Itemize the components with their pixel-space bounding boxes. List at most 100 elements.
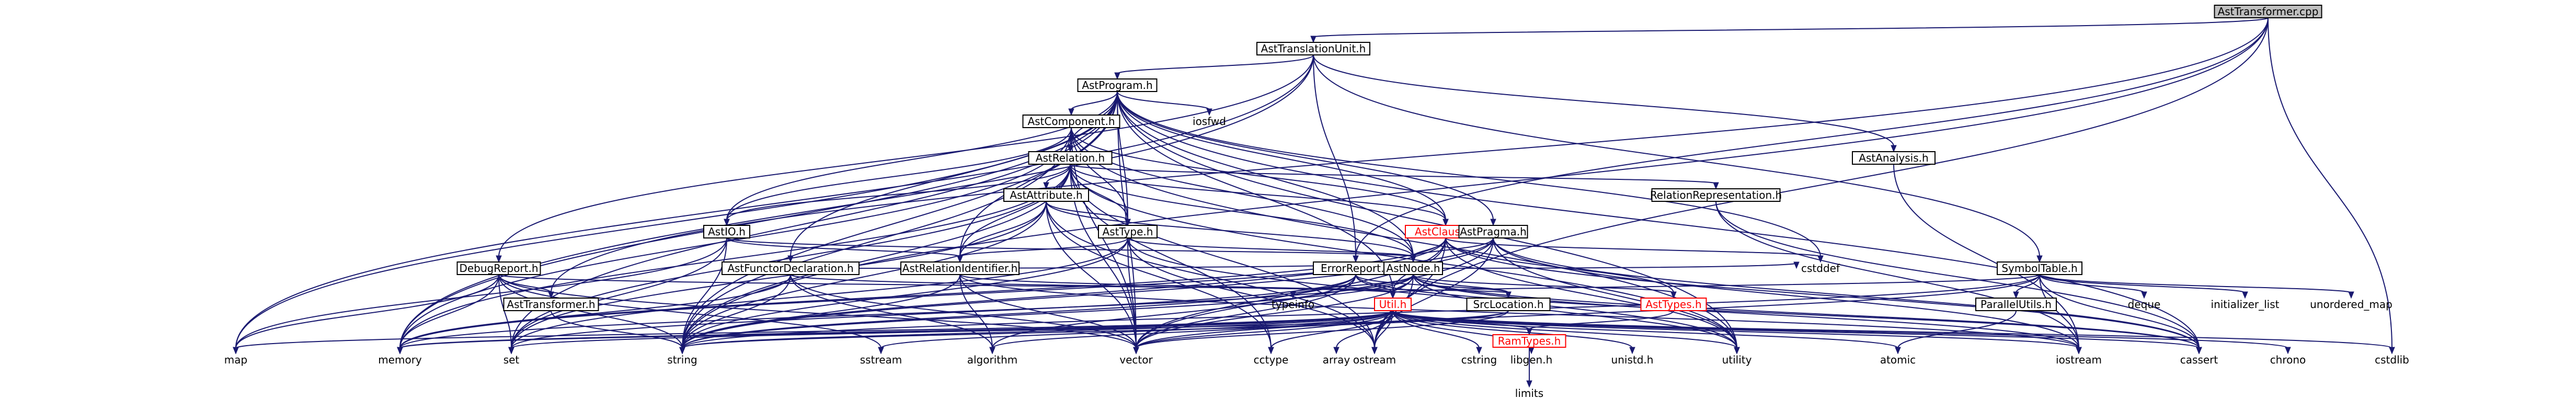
node-box (1651, 188, 1781, 202)
node-box (1077, 78, 1158, 92)
edge-arrowhead (1476, 347, 1482, 355)
node-label: AstAnalysis.h (1859, 152, 1928, 164)
edge-comp-to-type (1071, 127, 1128, 221)
node-label: ParallelUtils.h (1980, 298, 2052, 311)
node-label: chrono (2270, 354, 2306, 366)
edge-rel-to-relrep (1070, 164, 1716, 184)
node-label: AstRelationIdentifier.h (902, 262, 1018, 275)
edge-attr-to-vector (1046, 201, 1137, 349)
edge-arrowhead (878, 347, 884, 355)
node-initlist: initializer_list (2211, 298, 2280, 311)
node-asttrans[interactable]: AstTransformer.h (503, 298, 599, 311)
node-limits: limits (1515, 387, 1543, 400)
node-label: RamTypes.h (1498, 335, 1561, 347)
edge-util-to-cstring (1392, 310, 1480, 349)
edge-rel-to-io (726, 164, 1071, 221)
node-debug[interactable]: DebugReport.h (456, 261, 541, 275)
node-prog[interactable]: AstProgram.h (1077, 78, 1158, 92)
edge-arrowhead (989, 347, 995, 355)
node-node[interactable]: AstNode.h (1383, 261, 1443, 275)
edge-node-to-cstddef (1442, 263, 1797, 269)
edge-relrep-to-iostream (1715, 201, 2079, 349)
node-label: iostream (2056, 354, 2102, 366)
edge-root-to-cstdlib (2268, 17, 2392, 349)
edge-prog-to-string (682, 91, 1118, 349)
edge-arrowhead (2141, 291, 2147, 299)
node-iosfwd: iosfwd (1193, 115, 1226, 128)
node-label: deque (2128, 298, 2161, 311)
node-box (1458, 225, 1528, 238)
edge-arrowhead (1410, 255, 1416, 263)
node-label: SymbolTable.h (2001, 262, 2077, 275)
edge-pragma-to-ostream (1374, 237, 1494, 349)
node-srcloc[interactable]: SrcLocation.h (1466, 298, 1551, 311)
node-parutils[interactable]: ParallelUtils.h (1975, 298, 2057, 311)
edge-util-to-vector (1136, 310, 1393, 349)
node-rel[interactable]: AstRelation.h (1028, 151, 1113, 165)
node-box (1466, 298, 1551, 311)
edge-arrowhead (1043, 182, 1049, 190)
edge-err-to-vector (1136, 274, 1356, 349)
node-box (1022, 115, 1120, 128)
node-cstddef: cstddef (1801, 262, 1840, 275)
node-label: AstType.h (1103, 225, 1153, 238)
node-relrep[interactable]: RelationRepresentation.h (1650, 188, 1782, 202)
node-sstream: sstream (860, 354, 902, 366)
node-label: AstTypes.h (1645, 298, 1701, 311)
edge-prog-to-iosfwd (1117, 91, 1210, 110)
edge-arrowhead (1817, 255, 1824, 263)
node-tu[interactable]: AstTranslationUnit.h (1256, 42, 1370, 55)
edge-util-to-unistd (1392, 310, 1633, 349)
node-root[interactable]: AstTransformer.cpp (2214, 5, 2322, 18)
node-label: AstComponent.h (1027, 115, 1115, 128)
edge-arrowhead (1371, 347, 1378, 355)
edge-io-to-set (511, 237, 727, 349)
node-pragma[interactable]: AstPragma.h (1458, 225, 1528, 238)
edge-arrowhead (1713, 182, 1719, 190)
node-set: set (503, 354, 520, 366)
node-label: algorithm (967, 354, 1018, 366)
edge-arrowhead (957, 255, 963, 263)
edge-arrowhead (1206, 108, 1212, 116)
node-box (2214, 5, 2322, 18)
node-label: AstRelation.h (1036, 152, 1105, 164)
node-funcdecl[interactable]: AstFunctorDeclaration.h (722, 261, 860, 275)
edge-arrowhead (679, 347, 685, 355)
graph-nodes: AstTransformer.cppAstTranslationUnit.hAs… (224, 5, 2409, 400)
node-deque: deque (2128, 298, 2161, 311)
edge-funcdecl-to-memory (399, 274, 791, 349)
edge-util-to-utility (1392, 310, 1737, 349)
edge-symtab-to-initlist (2039, 274, 2246, 293)
node-label: AstTranslationUnit.h (1261, 42, 1366, 55)
node-io[interactable]: AstIO.h (703, 225, 750, 238)
node-box (1028, 151, 1113, 165)
node-iostream: iostream (2056, 354, 2102, 366)
node-analysis[interactable]: AstAnalysis.h (1852, 151, 1936, 165)
edge-err-to-cassert (1355, 274, 2200, 349)
edge-debug-to-sstream (498, 274, 881, 349)
edge-arrowhead (724, 219, 730, 226)
edge-arrowhead (1310, 36, 1316, 43)
node-comp[interactable]: AstComponent.h (1022, 115, 1120, 128)
edge-arrowhead (1333, 347, 1339, 355)
node-relid[interactable]: AstRelationIdentifier.h (900, 261, 1020, 275)
node-symtab[interactable]: SymbolTable.h (1997, 261, 2082, 275)
node-typeinfo: typeinfo (1272, 298, 1314, 311)
edge-symtab-to-deque (2039, 274, 2145, 293)
node-attr[interactable]: AstAttribute.h (1003, 188, 1089, 202)
edge-root-to-err (1355, 17, 2269, 257)
node-type[interactable]: AstType.h (1098, 225, 1158, 238)
edge-arrowhead (1734, 347, 1740, 355)
node-box (1852, 151, 1936, 165)
node-asttypes[interactable]: AstTypes.h (1640, 298, 1707, 311)
edge-relrep-to-cassert (1715, 201, 2200, 349)
node-label: cstdlib (2375, 354, 2409, 366)
edge-type-to-ostream (1127, 237, 1375, 349)
node-util[interactable]: Util.h (1374, 298, 1412, 311)
node-ramtypes[interactable]: RamTypes.h (1492, 334, 1566, 348)
node-cassert: cassert (2180, 354, 2218, 366)
node-box (1640, 298, 1707, 311)
edge-tu-to-analysis (1313, 54, 1894, 147)
edge-arrowhead (1114, 72, 1120, 80)
node-label: sstream (860, 354, 902, 366)
